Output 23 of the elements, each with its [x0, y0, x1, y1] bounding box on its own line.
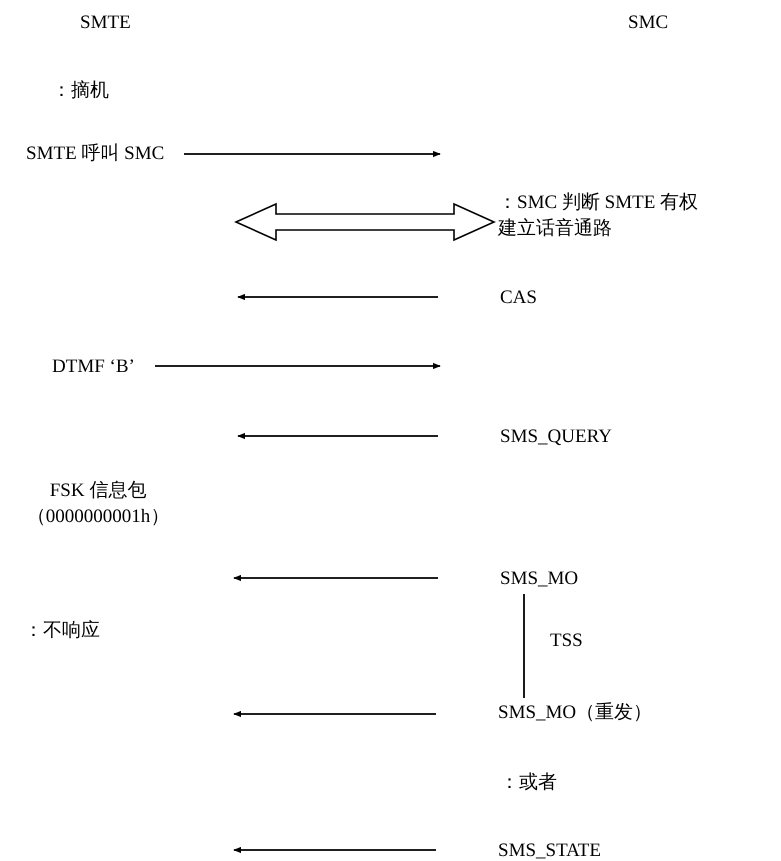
message-label: SMS_QUERY [500, 424, 612, 450]
message-label: ：或者 [500, 770, 557, 796]
message-label: DTMF ‘B’ [52, 354, 135, 380]
arrow [237, 294, 438, 300]
arrow [233, 710, 436, 718]
message-label: SMS_STATE [498, 838, 602, 861]
arrow [184, 150, 441, 158]
message-label: ：SMC 判断 SMTE 有权建立话音通路 [498, 190, 716, 242]
arrow [237, 432, 438, 440]
arrow [233, 574, 438, 582]
message-label: CAS [500, 285, 537, 311]
double-arrow [234, 202, 496, 242]
connector-line [523, 594, 525, 698]
arrow [155, 362, 441, 370]
message-label: SMTE 呼叫 SMC [26, 141, 164, 167]
message-label: SMC [628, 10, 668, 36]
message-label: FSK 信息包（0000000001h） [8, 478, 188, 530]
arrow [233, 846, 436, 854]
message-label: SMS_MO [500, 566, 578, 592]
message-label: ：不响应 [24, 618, 100, 644]
message-label: SMTE [80, 10, 131, 36]
message-label: SMS_MO（重发） [498, 700, 652, 726]
message-label: ：摘机 [52, 78, 109, 104]
